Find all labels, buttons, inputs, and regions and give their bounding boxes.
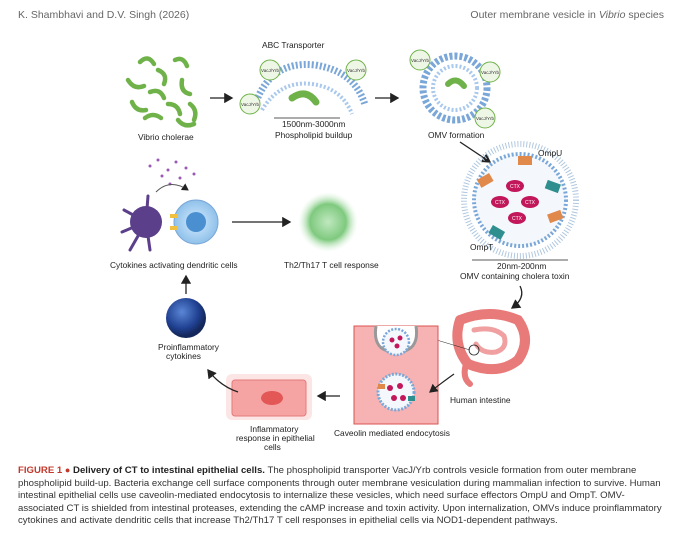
t-cell-icon [298, 192, 358, 252]
omv-cholera-toxin-vesicle: CTX CTX CTX CTX [461, 141, 579, 259]
label-size-large: 1500nm-3000nm [282, 119, 345, 129]
label-th-response: Th2/Th17 T cell response [284, 260, 379, 270]
label-ompu: OmpU [538, 148, 562, 158]
caption-figure-number: FIGURE 1 [18, 465, 63, 476]
svg-text:VacJ/Yrb: VacJ/Yrb [347, 68, 365, 73]
svg-text:VacJ/Yrb: VacJ/Yrb [261, 68, 279, 73]
label-inflammatory-l2: response in epithelial [236, 433, 315, 443]
dendritic-cell-activation-icon [120, 158, 219, 252]
running-header-title: Outer membrane vesicle in Vibrio species [470, 9, 664, 21]
svg-text:VacJ/Yrb: VacJ/Yrb [411, 58, 429, 63]
caption-dot: ● [64, 465, 71, 475]
inflammatory-epithelial-cell [226, 374, 312, 420]
label-human-intestine: Human intestine [450, 395, 511, 405]
label-vibrio-cholerae: Vibrio cholerae [138, 132, 194, 142]
label-omv-containing-ct: OMV containing cholera toxin [460, 271, 570, 281]
label-abc-transporter: ABC Transporter [262, 40, 325, 50]
label-proinflammatory-l2: cytokines [166, 351, 201, 361]
label-inflammatory-l1: Inflammatory [250, 424, 299, 434]
svg-text:VacJ/Yrb: VacJ/Yrb [476, 116, 494, 121]
label-proinflammatory-l1: Proinflammatory [158, 342, 220, 352]
omv-formation-icon: VacJ/Yrb VacJ/Yrb VacJ/Yrb [409, 49, 501, 129]
label-size-small: 20nm-200nm [497, 261, 546, 271]
label-cytokines-dendritic: Cytokines activating dendritic cells [110, 260, 238, 270]
arrow-omv-to-toxin-vesicle [459, 141, 492, 163]
proinflammatory-cytokine-icon [166, 298, 206, 338]
svg-text:VacJ/Yrb: VacJ/Yrb [241, 102, 259, 107]
label-omv-formation: OMV formation [428, 130, 485, 140]
caption-title: Delivery of CT to intestinal epithelial … [73, 465, 265, 476]
svg-text:VacJ/Yrb: VacJ/Yrb [481, 70, 499, 75]
svg-text:CTX: CTX [512, 216, 523, 222]
caption-body: The phospholipid transporter VacJ/Yrb co… [18, 465, 662, 527]
svg-text:CTX: CTX [495, 200, 506, 206]
arrow-intestine-to-cell [429, 373, 455, 393]
svg-text:CTX: CTX [510, 184, 521, 190]
label-inflammatory-l3: cells [264, 442, 281, 452]
zoom-circle-marker [468, 344, 480, 356]
arrow-toxin-to-intestine [510, 285, 523, 309]
arrow-inflammatory-to-cytokines [207, 368, 239, 393]
intestine-icon [452, 309, 530, 387]
delivery-diagram: Vibrio cholerae ABC Transporter VacJ/Yrb… [110, 40, 579, 452]
label-caveolin-endocytosis: Caveolin mediated endocytosis [334, 428, 450, 438]
label-ompt: OmpT [470, 242, 493, 252]
vibrio-bacteria-cluster [125, 56, 198, 128]
label-phospholipid-buildup: Phospholipid buildup [275, 130, 353, 140]
svg-text:CTX: CTX [525, 200, 536, 206]
running-header-authors: K. Shambhavi and D.V. Singh (2026) [18, 9, 190, 21]
figure-caption: FIGURE 1 ● Delivery of CT to intestinal … [18, 464, 666, 528]
phospholipid-buildup-icon: VacJ/Yrb VacJ/Yrb VacJ/Yrb [239, 59, 369, 115]
caveolin-endocytosis-cell [353, 325, 439, 425]
